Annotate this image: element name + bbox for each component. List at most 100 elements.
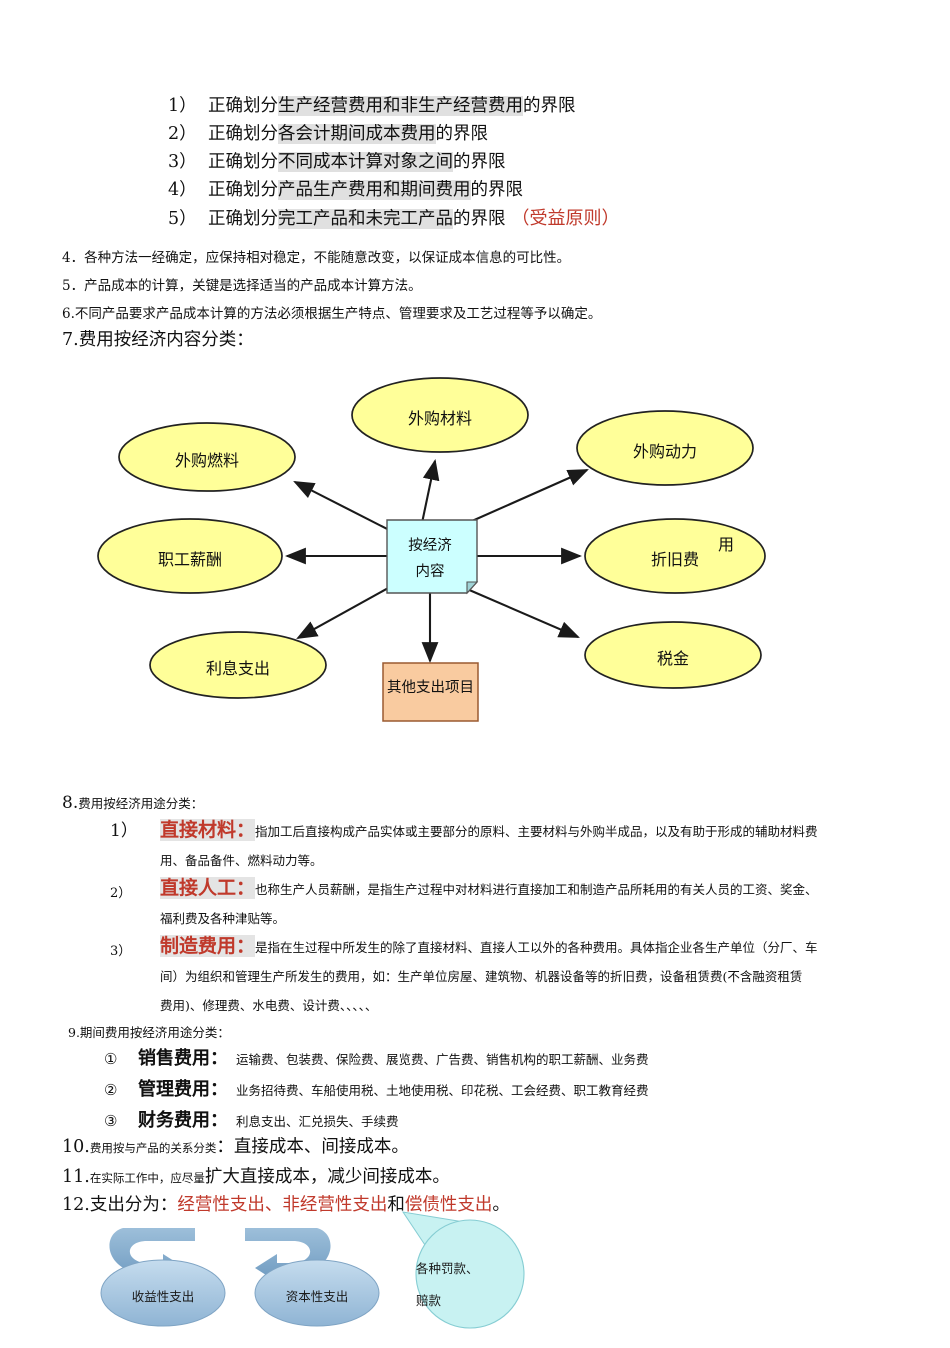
- section9-row-3: ③ 财务费用： 利息支出、汇兑损失、手续费: [104, 1106, 399, 1132]
- diagram2-canvas: [100, 1211, 525, 1329]
- list-marker: 1）: [168, 96, 197, 116]
- circled-number: ①: [104, 1050, 118, 1068]
- label-other-expenditure: 其他支出项目: [387, 680, 474, 696]
- highlighted-text: 各会计期间成本费用: [278, 124, 436, 144]
- label-capital-expenditure: 资本性支出: [285, 1289, 349, 1304]
- highlighted-text: 生产经营费用和非生产经营费用: [278, 96, 523, 116]
- section8-item-3: 3） 制造费用：是指在生过程中所发生的除了直接材料、直接人工以外的各种费用。具体…: [110, 932, 930, 1020]
- list-text: 正确划分产品生产费用和期间费用的界限: [208, 176, 523, 201]
- item-marker: 2）: [110, 886, 132, 901]
- text-pre: 正确划分: [208, 180, 278, 200]
- ellipse-waigou-ranliao: [118, 422, 296, 492]
- ellipse-zhigong-xinchou: [97, 518, 283, 594]
- paragraph-6: 6.不同产品要求产品成本计算的方法必须根据生产特点、管理要求及工艺过程等予以确定…: [62, 306, 602, 322]
- list-item: 4） 正确划分产品生产费用和期间费用的界限: [168, 176, 868, 204]
- item-body-cont-2: 费用)、修理费、水电费、设计费、、、、、: [160, 998, 378, 1013]
- item-body-cont: 福利费及各种津贴等。: [160, 911, 286, 926]
- section-12-pre: 支出分为：: [89, 1195, 178, 1215]
- list-text: 正确划分生产经营费用和非生产经营费用的界限: [208, 92, 576, 117]
- item-body: 直接材料：指加工后直接构成产品实体或主要部分的原料、主要材料与外购半成品，以及有…: [160, 816, 930, 846]
- paragraph-4: 4．各种方法一经确定，应保持相对稳定，不能随意改变，以保证成本信息的可比性。: [62, 250, 571, 266]
- label-waigou-ranliao: 外购燃料: [174, 451, 239, 470]
- section9-row-2: ② 管理费用： 业务招待费、车船使用税、土地使用税、印花税、工会经费、职工教育经…: [104, 1075, 649, 1101]
- list-text: 正确划分各会计期间成本费用的界限: [208, 120, 488, 145]
- section-10-small: 费用按与产品的关系分类: [89, 1141, 217, 1155]
- item-body-cont: 间）为组织和管理生产所发生的费用，如：生产单位房屋、建筑物、机器设备等的折旧费，…: [160, 969, 803, 984]
- list-item: 5） 正确划分完工产品和未完工产品的界限 （受益原则）: [168, 204, 868, 232]
- principle-note: （受益原则）: [511, 208, 620, 229]
- heading-8: 8.费用按经济用途分类：: [62, 793, 203, 813]
- text-pre: 正确划分: [208, 96, 278, 116]
- connector-to-interest: [296, 586, 391, 640]
- item-heading: 直接人工：: [160, 877, 256, 899]
- label-zhejiufei: 折旧费: [650, 550, 699, 569]
- label-bubble-line1: 各种罚款、: [416, 1261, 479, 1276]
- label-bubble-line2: 赔款: [416, 1293, 442, 1308]
- text-pre: 正确划分: [208, 152, 278, 172]
- ellipse-shuijin: [584, 621, 762, 689]
- ellipse-revenue-expenditure: [100, 1259, 226, 1327]
- ellipse-waigou-cailiao: [351, 377, 529, 453]
- row-label: 财务费用：: [138, 1110, 228, 1131]
- ellipse-capital-expenditure: [254, 1259, 380, 1327]
- heading-9: 9.期间费用按经济用途分类：: [68, 1025, 230, 1040]
- connector-to-tax: [466, 588, 580, 638]
- heading-7: 7.费用按经济内容分类：: [62, 330, 254, 350]
- highlighted-text: 不同成本计算对象之间: [278, 152, 453, 172]
- label-waigou-dongli: 外购动力: [632, 442, 697, 461]
- highlighted-text: 产品生产费用和期间费用: [278, 180, 471, 200]
- item-heading: 直接材料：: [160, 819, 256, 841]
- row-detail: 运输费、包装费、保险费、展览费、广告费、销售机构的职工薪酬、业务费: [236, 1052, 649, 1067]
- highlighted-text: 完工产品和未完工产品: [278, 209, 453, 229]
- paragraph-5: 5．产品成本的计算，关键是选择适当的产品成本计算方法。: [62, 278, 422, 294]
- row-detail: 业务招待费、车船使用税、土地使用税、印花税、工会经费、职工教育经费: [236, 1083, 649, 1098]
- speech-bubble-fines: [415, 1219, 525, 1329]
- section-12-mid: 和: [387, 1195, 405, 1215]
- section-10: 10. 费用按与产品的关系分类 ： 直接成本、间接成本。: [62, 1133, 409, 1158]
- diagram-canvas: [97, 377, 766, 722]
- text-post: 的界限: [470, 180, 524, 200]
- row-label: 销售费用：: [138, 1048, 228, 1069]
- list-item: 2） 正确划分各会计期间成本费用的界限: [168, 120, 868, 148]
- section-11: 11. 在实际工作中，应尽量 扩大直接成本，减少间接成本。: [62, 1163, 450, 1188]
- text-pre: 正确划分: [208, 209, 278, 229]
- section-12-number: 12.: [62, 1195, 90, 1215]
- heading-8-text: 费用按经济用途分类：: [78, 796, 204, 811]
- ellipse-zhejiufei: [584, 518, 766, 594]
- ellipse-lixi-zhichu: [149, 631, 327, 699]
- list-item: 1） 正确划分生产经营费用和非生产经营费用的界限: [168, 92, 868, 120]
- circled-number: ③: [104, 1112, 118, 1130]
- expenditure-shapes-diagram: 收益性支出 资本性支出 各种罚款、 赔款: [85, 1210, 555, 1344]
- item-text: 指加工后直接构成产品实体或主要部分的原料、主要材料与外购半成品，以及有助于形成的…: [255, 824, 818, 839]
- label-waigou-cailiao: 外购材料: [407, 409, 472, 428]
- label-revenue-expenditure: 收益性支出: [131, 1289, 195, 1304]
- text-post: 的界限: [435, 124, 489, 144]
- section-12-red-1: 经营性支出、非经营性支出: [177, 1195, 388, 1215]
- item-marker: 3）: [110, 944, 132, 959]
- label-floating-yong-char: 用: [717, 535, 734, 554]
- label-center-line2: 内容: [415, 564, 445, 580]
- section8-item-2: 2） 直接人工：也称生产人员薪酬，是指生产过程中对材料进行直接加工和制造产品所耗…: [110, 874, 930, 933]
- heading-8-number: 8.: [62, 793, 79, 813]
- section-11-number: 11.: [62, 1167, 90, 1187]
- item-marker: 1）: [110, 821, 138, 841]
- label-center-line1: 按经济: [408, 538, 452, 554]
- text-post: 的界限: [523, 96, 576, 116]
- text-post: 的界限: [453, 209, 506, 229]
- item-body-cont: 用、备品备件、燃料动力等。: [160, 853, 323, 868]
- economic-content-diagram: 外购材料 外购燃料 外购动力 职工薪酬 折旧费 用 利息支出 税金 按经济 内容…: [95, 365, 885, 765]
- item-text: 也称生产人员薪酬，是指生产过程中对材料进行直接加工和制造产品所耗用的有关人员的工…: [255, 882, 818, 897]
- label-zhigong-xinchou: 职工薪酬: [157, 550, 222, 569]
- folded-corner-icon: [466, 581, 479, 595]
- connector-to-fuel: [293, 481, 396, 534]
- list-marker: 4）: [168, 180, 197, 200]
- ellipse-waigou-dongli: [576, 410, 754, 486]
- list-text: 正确划分完工产品和未完工产品的界限: [208, 205, 506, 230]
- section8-item-1: 1） 直接材料：指加工后直接构成产品实体或主要部分的原料、主要材料与外购半成品，…: [110, 816, 930, 875]
- circled-number: ②: [104, 1081, 118, 1099]
- section-10-sep: ：: [216, 1137, 234, 1157]
- label-shuijin: 税金: [656, 649, 689, 668]
- list-item: 3） 正确划分不同成本计算对象之间的界限: [168, 148, 868, 176]
- section-10-big: 直接成本、间接成本。: [233, 1137, 409, 1157]
